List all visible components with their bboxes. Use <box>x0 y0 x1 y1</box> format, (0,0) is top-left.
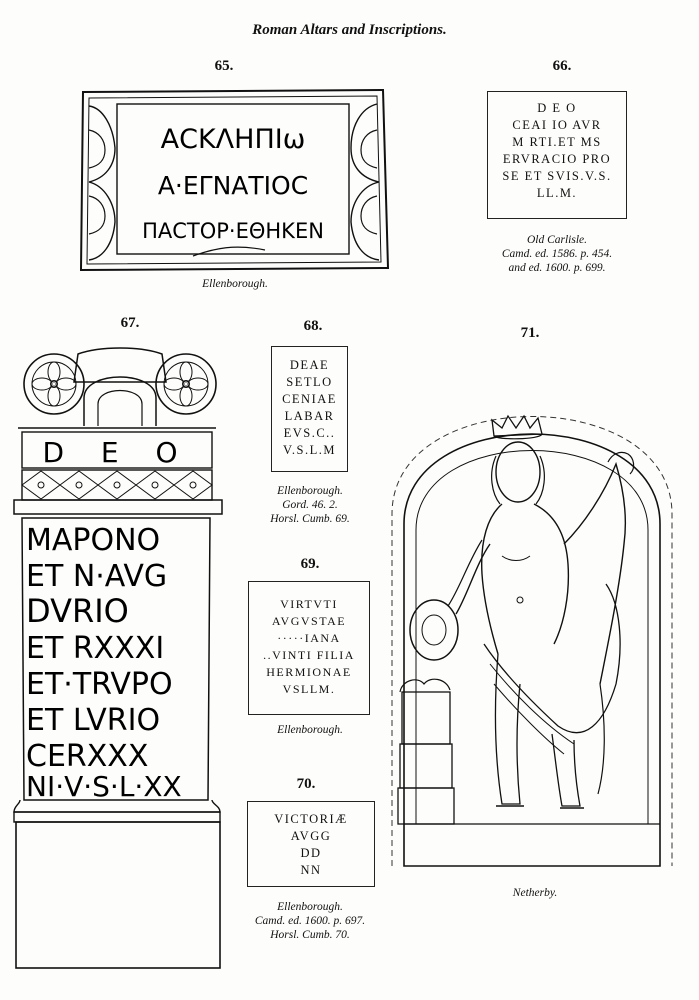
item-69-caption-line: Ellenborough. <box>277 724 343 736</box>
item-69-line-1: VIRTVTI <box>280 597 338 611</box>
item-68-caption: Ellenborough. Gord. 46. 2. Horsl. Cumb. … <box>235 484 385 526</box>
item-65-tablet: ΑCΚΛΗΠΙω Α·ΕΓΝΑΤΙΟC ΠΑCΤΟΡ·ΕΘΗΚΕΝ <box>79 88 390 272</box>
item-67-line-5: ET RXXXI <box>26 631 164 666</box>
item-69-line-6: VSLLM. <box>282 682 336 696</box>
item-68-inscription-box: DEAE SETLO CENIAE LABAR EVS.C.. V.S.L.M <box>271 346 348 472</box>
item-66-line-2: CEAI IO AVR <box>512 118 602 132</box>
item-70-line-1: VICTORIÆ <box>274 812 348 826</box>
item-65-line-1: ΑCΚΛΗΠΙω <box>161 124 306 155</box>
item-66-number: 66. <box>552 58 572 74</box>
item-66-caption-line-3: and ed. 1600. p. 699. <box>508 262 606 274</box>
item-66-line-6: LL.M. <box>536 186 578 200</box>
item-70-number: 70. <box>296 776 316 792</box>
item-68-number: 68. <box>303 318 323 334</box>
item-69-line-5: HERMIONAE <box>266 665 352 679</box>
item-68-line-6: V.S.L.M <box>283 443 336 457</box>
item-71-caption-line: Netherby. <box>512 887 558 899</box>
item-70-caption-line-1: Ellenborough. <box>277 901 343 913</box>
item-65-caption: Ellenborough. <box>150 277 320 291</box>
item-68-line-2: SETLO <box>286 375 333 389</box>
item-67-line-8: CERXXX <box>26 739 148 774</box>
item-66-line-5: SE ET SVIS.V.S. <box>502 169 612 183</box>
item-67-line-4: DVRIO <box>26 592 129 630</box>
item-70-line-3: DD <box>300 846 322 860</box>
item-68-caption-line-3: Horsl. Cumb. 69. <box>270 513 350 525</box>
item-67-line-1: D E O <box>42 436 191 469</box>
item-70-inscription-box: VICTORIÆ AVGG DD NN <box>247 801 375 887</box>
item-66-caption-line-1: Old Carlisle. <box>526 234 588 246</box>
item-67-number: 67. <box>120 315 140 331</box>
item-67-line-7: ET LVRIO <box>26 703 160 738</box>
item-65-number: 65. <box>214 58 234 74</box>
item-70-line-2: AVGG <box>290 829 332 843</box>
item-67-line-3: ET N·AVG <box>26 559 167 594</box>
item-71-number: 71. <box>520 325 540 341</box>
item-71-relief <box>391 414 673 867</box>
item-68-caption-line-1: Ellenborough. <box>277 485 343 497</box>
item-66-caption: Old Carlisle. Camd. ed. 1586. p. 454. an… <box>462 233 652 275</box>
item-70-caption: Ellenborough. Camd. ed. 1600. p. 697. Ho… <box>220 900 400 942</box>
item-69-line-4: ..VINTI FILIA <box>263 648 355 662</box>
item-68-caption-line-2: Gord. 46. 2. <box>282 499 338 511</box>
item-68-line-3: CENIAE <box>282 392 337 406</box>
item-66-line-1: D E O <box>537 101 577 115</box>
item-66-caption-line-2: Camd. ed. 1586. p. 454. <box>501 248 613 260</box>
item-69-line-3: ·····IANA <box>277 631 341 645</box>
item-70-caption-line-3: Horsl. Cumb. 70. <box>270 929 350 941</box>
item-70-line-4: NN <box>300 863 322 877</box>
item-69-number: 69. <box>300 556 320 572</box>
item-66-line-4: ERVRACIO PRO <box>502 152 612 166</box>
page-title: Roman Altars and Inscriptions. <box>252 22 447 38</box>
item-69-caption: Ellenborough. <box>235 723 385 737</box>
item-66-inscription-box: D E O CEAI IO AVR M RTI.ET MS ERVRACIO P… <box>487 91 627 219</box>
item-67-line-2: MAPONO <box>26 523 160 558</box>
item-69-line-2: AVGVSTAE <box>271 614 347 628</box>
item-68-line-5: EVS.C.. <box>283 426 336 440</box>
item-67-line-9: NI·V·S·L·XX <box>26 770 182 803</box>
item-68-line-1: DEAE <box>289 358 330 372</box>
item-70-caption-line-2: Camd. ed. 1600. p. 697. <box>254 915 366 927</box>
item-65-line-3: ΠΑCΤΟΡ·ΕΘΗΚΕΝ <box>142 219 324 243</box>
item-65-caption-line: Ellenborough. <box>202 278 268 290</box>
item-69-inscription-box: VIRTVTI AVGVSTAE ·····IANA ..VINTI FILIA… <box>248 581 370 715</box>
item-67-line-6: ET·TRVPO <box>26 667 173 702</box>
item-67-altar: D E O MAPONO ET N·AVG DVRIO ET RXXXI ET·… <box>13 347 223 969</box>
item-66-line-3: M RTI.ET MS <box>512 135 602 149</box>
item-68-line-4: LABAR <box>284 409 335 423</box>
item-65-line-2: Α·ΕΓΝΑΤΙΟC <box>158 171 308 200</box>
item-71-caption: Netherby. <box>470 886 600 900</box>
